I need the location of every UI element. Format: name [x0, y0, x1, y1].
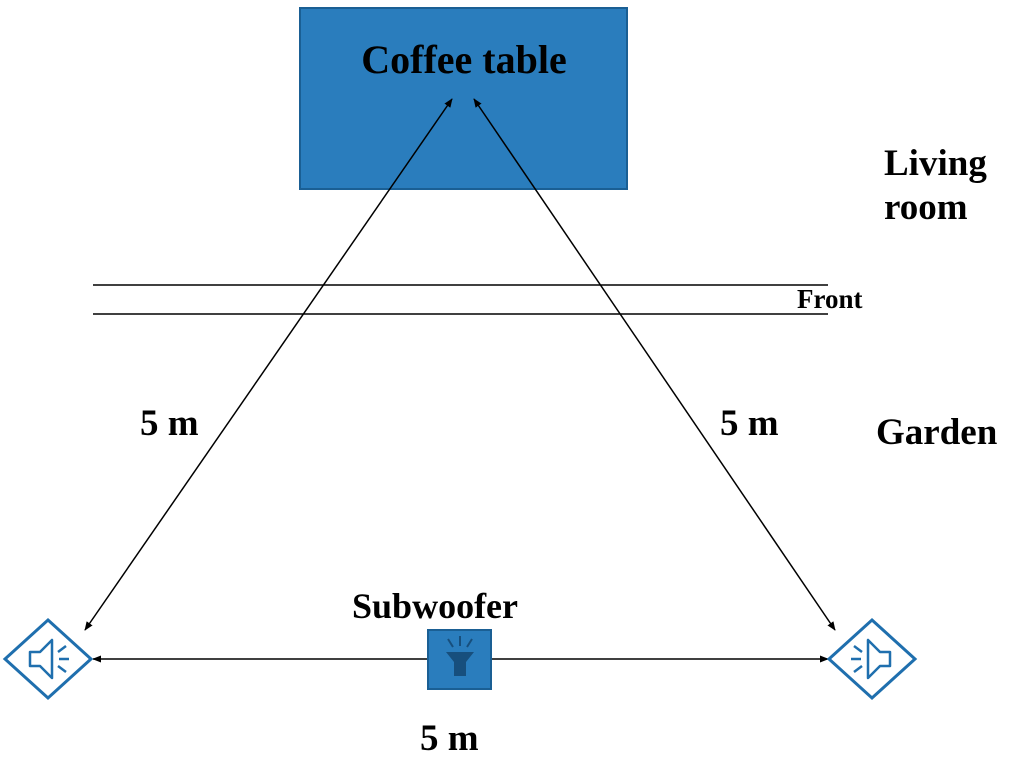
speaker-right-icon	[826, 617, 918, 701]
coffee-table	[299, 7, 628, 190]
coffee-table-label: Coffee table	[361, 37, 567, 82]
living-room-label: Living room	[884, 143, 987, 228]
front-label: Front	[797, 284, 863, 314]
left-distance-arrow	[84, 98, 453, 631]
subwoofer-icon	[427, 629, 492, 690]
speaker-left-icon	[2, 617, 94, 701]
right-distance-arrow	[473, 98, 836, 631]
right-distance-label: 5 m	[720, 403, 779, 444]
garden-label: Garden	[876, 412, 998, 453]
bottom-distance-label: 5 m	[420, 718, 479, 759]
subwoofer-label: Subwoofer	[352, 586, 519, 626]
left-distance-label: 5 m	[140, 403, 199, 444]
